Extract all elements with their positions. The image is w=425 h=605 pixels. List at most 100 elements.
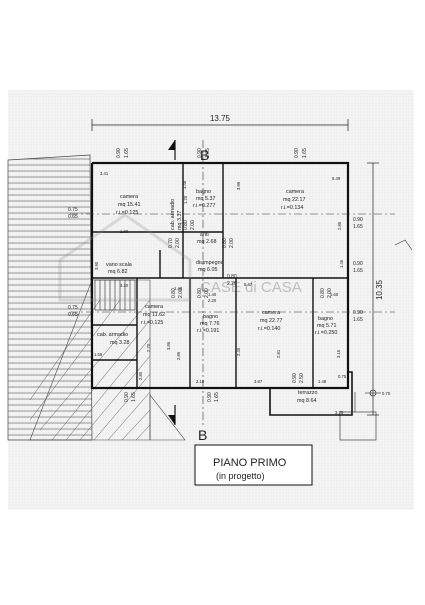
- opening-inner4-width: 0.80: [171, 288, 177, 298]
- dim-386: 3.86: [166, 341, 171, 350]
- opening-bottom1-height: 1.65: [131, 392, 137, 402]
- room-name-cab-armadio: cab. armadio: [97, 332, 128, 338]
- room-name-camera-right: camera: [286, 189, 304, 195]
- room-ratio-bagno-right: r.i.=0.250: [315, 330, 337, 336]
- section-marker-top: B: [168, 140, 209, 163]
- dim-148: 1.48: [318, 379, 327, 384]
- opening-inner6-width: 0.80: [320, 288, 326, 298]
- dim-547: 5.47: [244, 282, 253, 287]
- room-ratio-camera-right: r.i.=0.134: [281, 205, 303, 211]
- opening-inner6-height: 2.00: [327, 288, 333, 298]
- dim-070: 0.70: [382, 391, 391, 396]
- room-name-camera-mid: camera: [145, 304, 163, 310]
- room-name-anti: anti: [200, 232, 209, 238]
- room-labels: camera mq 15.41 r.i.=0.125 bagno mq 5.37…: [97, 189, 337, 404]
- overall-width-label: 13.75: [210, 114, 231, 123]
- room-ratio-bagno-top: r.i.=0.277: [193, 203, 215, 209]
- dim-218: 2.18: [196, 379, 205, 384]
- room-area-camera-mid: mq 11.62: [143, 312, 165, 318]
- section-marker-bottom: B: [168, 405, 207, 443]
- opening-left1-height: 0.65: [68, 214, 78, 220]
- dim-100: 1.00: [120, 229, 129, 234]
- opening-inner2-width: 0.80: [222, 238, 228, 248]
- room-area-armadio-top: mq 3.37: [177, 211, 183, 230]
- room-area-anti: mq 2.68: [197, 239, 216, 245]
- opening-left2-height: 0.65: [68, 312, 78, 318]
- overall-depth-label: 10.35: [375, 279, 384, 300]
- roof-hatch-bottom: [29, 279, 186, 441]
- overall-depth-dimension: 10.35: [367, 162, 384, 416]
- opening-right2-width: 0.90: [353, 261, 363, 267]
- dim-549: 5.49: [332, 176, 341, 181]
- opening-bottom1-width: 0.90: [124, 392, 130, 402]
- dim-286b: 2.86: [176, 351, 181, 360]
- dim-120: 1.20: [183, 195, 188, 204]
- room-ratio-camera-left: r.i.=0.125: [116, 210, 138, 216]
- opening-inner1-height: 2.00: [190, 220, 196, 230]
- opening-inner1-width: 0.80: [183, 220, 189, 230]
- opening-bottom3-width: 0.90: [292, 373, 298, 383]
- opening-inner5-height: 2.00: [204, 288, 210, 298]
- room-name-disimpegno: disimpegno: [196, 260, 224, 266]
- room-area-camera-big: mq 22.77: [260, 318, 282, 324]
- opening-right2-height: 1.65: [353, 268, 363, 274]
- section-label-bottom: B: [198, 427, 207, 443]
- room-area-cab-armadio: mq 3.28: [110, 340, 129, 346]
- dim-075: 0.75: [338, 374, 347, 379]
- dim-341: 3.41: [100, 171, 109, 176]
- dim-160: 1.60: [330, 292, 339, 297]
- dim-387: 3.87: [254, 379, 263, 384]
- title-block: PIANO PRIMO (in progetto): [194, 444, 313, 486]
- dim-245: 2.45: [236, 347, 241, 356]
- external-marker: [339, 389, 381, 441]
- opening-inner3-width: 0.80: [227, 274, 237, 280]
- opening-top1-width: 0.90: [116, 148, 122, 158]
- dim-286: 2.86: [337, 221, 342, 230]
- opening-dimensions: 0.90 1.65 0.90 1.65 0.90 1.65 0.75 0.65 …: [68, 148, 363, 402]
- watermark-text: CASE di CASA: [200, 279, 302, 296]
- section-label-top: B: [200, 147, 209, 163]
- room-name-camera-big: camera: [262, 310, 280, 316]
- stairs: [94, 279, 136, 311]
- room-area-terrazzo: mq 8.64: [297, 398, 316, 404]
- opening-inner3-height: 2.20: [227, 281, 237, 287]
- room-name-terrazzo: terrazzo: [298, 390, 317, 396]
- opening-inner7-width: 0.70: [168, 238, 174, 248]
- room-ratio-camera-mid: r.i.=0.125: [141, 320, 163, 326]
- room-ratio-bagno-mid: r.i.=0.191: [197, 328, 219, 334]
- dim-375: 3.75: [335, 410, 344, 415]
- room-name-vano-scala: vano scala: [106, 262, 132, 268]
- room-area-bagno-top: mq 5.37: [196, 196, 215, 202]
- opening-top3-height: 1.65: [302, 148, 308, 158]
- opening-inner2-height: 2.00: [229, 238, 235, 248]
- room-area-camera-left: mq 15.41: [118, 202, 140, 208]
- room-name-camera-left: camera: [120, 194, 138, 200]
- room-area-bagno-right: mq 5.71: [317, 323, 336, 329]
- dim-316: 3.16: [336, 349, 341, 358]
- dim-140: 1.40: [208, 292, 217, 297]
- opening-bottom3-height: 2.50: [299, 373, 305, 383]
- dim-348: 3.48: [182, 180, 187, 189]
- terrace-outline: [269, 371, 353, 416]
- section-axis-lines: [70, 140, 395, 425]
- opening-bottom2-height: 1.65: [214, 392, 220, 402]
- opening-inner5-width: 0.80: [197, 288, 203, 298]
- room-area-disimpegno: mq 6.05: [198, 267, 217, 273]
- wall-dimensions: 3.41 3.90 5.49 5.47 1.20 3.48 3.20 1.56 …: [94, 171, 391, 415]
- room-name-bagno-mid: bagno: [203, 314, 218, 320]
- opening-top3-width: 0.90: [294, 148, 300, 158]
- dim-399: 3.99: [236, 181, 241, 190]
- room-name-bagno-right: bagno: [318, 316, 333, 322]
- room-name-bagno-top: bagno: [196, 189, 211, 195]
- opening-inner4-height: 2.00: [178, 288, 184, 298]
- north-arrow: [394, 239, 413, 251]
- opening-right3-width: 0.90: [353, 310, 363, 316]
- dim-270: 2.70: [146, 343, 151, 352]
- room-area-camera-right: mq 22.17: [283, 197, 305, 203]
- plan-title: PIANO PRIMO: [213, 457, 287, 469]
- opening-top1-height: 1.65: [124, 148, 130, 158]
- dim-280: 2.80: [138, 371, 143, 380]
- exterior-walls: [90, 161, 350, 390]
- dim-220: 2.20: [208, 298, 217, 303]
